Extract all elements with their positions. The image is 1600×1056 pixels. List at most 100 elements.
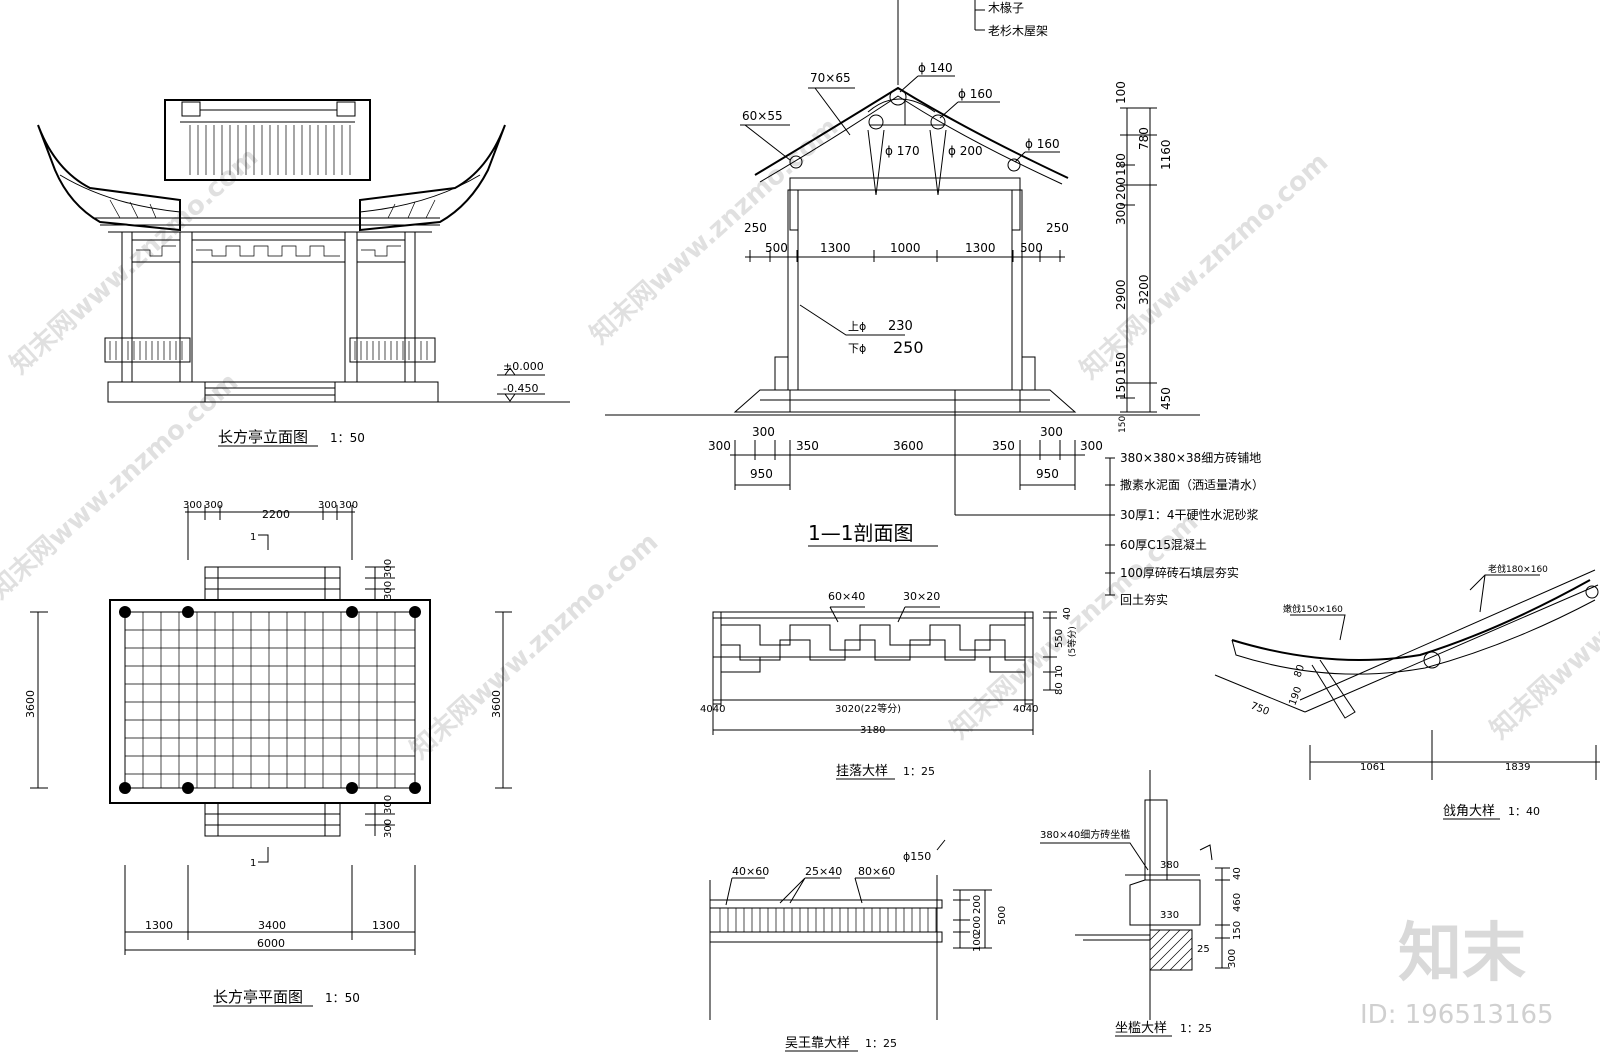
dim-col-upper-val: 230 <box>888 319 913 334</box>
plan-title: 长方亭平面图 <box>213 988 303 1006</box>
dim-left-3600: 3600 <box>24 690 37 718</box>
dim-top-2200: 2200 <box>262 508 290 521</box>
zuojian-25: 25 <box>1197 944 1210 955</box>
brand-id: ID: 196513165 <box>1360 1000 1554 1030</box>
dim-v450: 450 <box>1159 387 1173 410</box>
floor-layer-4: 60厚C15混凝土 <box>1120 537 1207 552</box>
wuwangkao-100: 100 <box>972 933 983 952</box>
section-mark-top: 1 <box>250 532 256 543</box>
hangluo-title: 挂落大样 <box>836 764 888 779</box>
zuojian-detail: 380×40细方砖坐槛 380 330 40 460 150 25 300 坐槛… <box>1040 770 1243 1037</box>
qiangjiao-nenqiang: 嫩戗150×160 <box>1283 603 1343 615</box>
dim-bottom-3400: 3400 <box>258 919 286 932</box>
hangluo-550: 550 <box>1054 629 1065 648</box>
dim-500-left: 500 <box>765 241 788 255</box>
dim-bottom-300a: 300 <box>708 439 731 453</box>
dim-bottom-300d: 300 <box>1080 439 1103 453</box>
dim-rafter-70x65: 70×65 <box>810 71 851 85</box>
floor-layer-2: 撒素水泥面（洒适量清水） <box>1120 477 1264 492</box>
dim-bottom-1300b: 1300 <box>372 919 400 932</box>
dim-top-300a: 300 <box>183 500 202 511</box>
dim-bottom-6000: 6000 <box>257 937 285 950</box>
level-top: ±0.000 <box>503 360 544 373</box>
dim-bottom-950-left: 950 <box>750 467 773 481</box>
hangluo-4040-right: 4040 <box>1013 704 1038 715</box>
dim-rafter-60x55: 60×55 <box>742 109 783 123</box>
qiangjiao-1839: 1839 <box>1505 762 1530 773</box>
floor-layer-5: 100厚碎砖石填层夯实 <box>1120 565 1239 580</box>
watermark: 知末网www.znzmo.com <box>0 367 244 605</box>
dim-v150a: 150 <box>1114 352 1128 375</box>
wuwangkao-phi150: ϕ150 <box>903 850 931 863</box>
hangluo-30x20: 30×20 <box>903 590 940 603</box>
dim-500-right: 500 <box>1020 241 1043 255</box>
dim-v150c: 150 <box>1118 416 1128 433</box>
dim-bottom-300b: 300 <box>752 425 775 439</box>
floor-layer-3: 30厚1：4干硬性水泥砂浆 <box>1120 507 1259 522</box>
dim-right-300d: 300 <box>383 819 394 838</box>
hangluo-3180: 3180 <box>860 725 885 736</box>
plan-scale: 1：50 <box>325 991 360 1005</box>
wuwangkao-80x60: 80×60 <box>858 865 895 878</box>
dim-1000: 1000 <box>890 241 921 255</box>
zuojian-380: 380 <box>1160 860 1179 871</box>
qiangjiao-80: 80 <box>1292 663 1307 679</box>
dim-1300a: 1300 <box>820 241 851 255</box>
dim-top-300b: 300 <box>204 500 223 511</box>
wuwangkao-detail: 40×60 25×40 80×60 ϕ150 200 200 100 500 吴… <box>709 839 1008 1052</box>
hangluo-detail: 60×40 30×20 40 550 (5等分) 10 80 4040 3020… <box>700 590 1078 780</box>
section-mark-bottom: 1 <box>250 858 256 869</box>
dim-right-300c: 300 <box>383 795 394 814</box>
dim-phi200: ϕ 200 <box>948 144 983 158</box>
wuwangkao-200a: 200 <box>972 895 983 914</box>
zuojian-scale: 1：25 <box>1180 1022 1212 1035</box>
dim-1300b: 1300 <box>965 241 996 255</box>
dim-col-lower-label: 下ϕ <box>848 342 866 355</box>
dim-v150b: 150 <box>1114 377 1128 400</box>
dim-bottom-1300a: 1300 <box>145 919 173 932</box>
hangluo-3020: 3020(22等分) <box>835 702 901 715</box>
dim-bottom-350-left: 350 <box>796 439 819 453</box>
floor-layer-6: 回土夯实 <box>1120 592 1168 607</box>
section-title: 1—1剖面图 <box>808 521 913 545</box>
dim-v1160: 1160 <box>1159 139 1173 170</box>
hangluo-10: 10 <box>1054 665 1065 678</box>
dim-top-300c: 300 <box>318 500 337 511</box>
dim-right-300b: 300 <box>383 581 394 600</box>
dim-v300: 300 <box>1114 202 1128 225</box>
dim-phi160b: ϕ 160 <box>1025 137 1060 151</box>
roof-note-frame: 老杉木屋架 <box>988 24 1048 38</box>
dim-v3200: 3200 <box>1137 274 1151 305</box>
wuwangkao-40x60: 40×60 <box>732 865 769 878</box>
dim-v100: 100 <box>1114 81 1128 104</box>
hangluo-5eq: (5等分) <box>1066 626 1078 657</box>
wuwangkao-title: 吴王靠大样 <box>785 1036 850 1051</box>
qiangjiao-scale: 1：40 <box>1508 805 1540 818</box>
hangluo-scale: 1：25 <box>903 765 935 778</box>
zuojian-330: 330 <box>1160 910 1179 921</box>
qiangjiao-190: 190 <box>1287 685 1304 707</box>
dim-right-300a: 300 <box>383 559 394 578</box>
hangluo-60x40: 60×40 <box>828 590 865 603</box>
dim-250-right: 250 <box>1046 221 1069 235</box>
dim-col-lower-val: 250 <box>893 338 924 357</box>
watermark: 知末网www.znzmo.com <box>405 527 665 765</box>
elevation-drawing: ±0.000 -0.450 长方亭立面图 1：50 <box>37 99 570 447</box>
dim-v780: 780 <box>1137 127 1151 150</box>
qiangjiao-detail: 嫩戗150×160 老戗180×160 750 80 190 1061 1839… <box>1214 563 1600 820</box>
dim-v180: 180 <box>1114 153 1128 176</box>
qiangjiao-laoqiang: 老戗180×160 <box>1488 563 1548 575</box>
zuojian-460: 460 <box>1232 893 1243 912</box>
section-drawing: 木椽子 老杉木屋架 70×65 60×55 ϕ 140 ϕ <box>605 0 1264 607</box>
dim-v2900: 2900 <box>1114 279 1128 310</box>
dim-right-3600: 3600 <box>490 690 503 718</box>
dim-bottom-300c: 300 <box>1040 425 1063 439</box>
plan-drawing: 1 1 300 300 2200 300 300 3600 3600 300 3… <box>24 500 512 1007</box>
watermark: 知末网www.znzmo.com <box>585 112 845 350</box>
qiangjiao-1061: 1061 <box>1360 762 1385 773</box>
zuojian-40: 40 <box>1232 867 1243 880</box>
dim-bottom-3600: 3600 <box>893 439 924 453</box>
wuwangkao-scale: 1：25 <box>865 1037 897 1050</box>
dim-bottom-950-right: 950 <box>1036 467 1059 481</box>
